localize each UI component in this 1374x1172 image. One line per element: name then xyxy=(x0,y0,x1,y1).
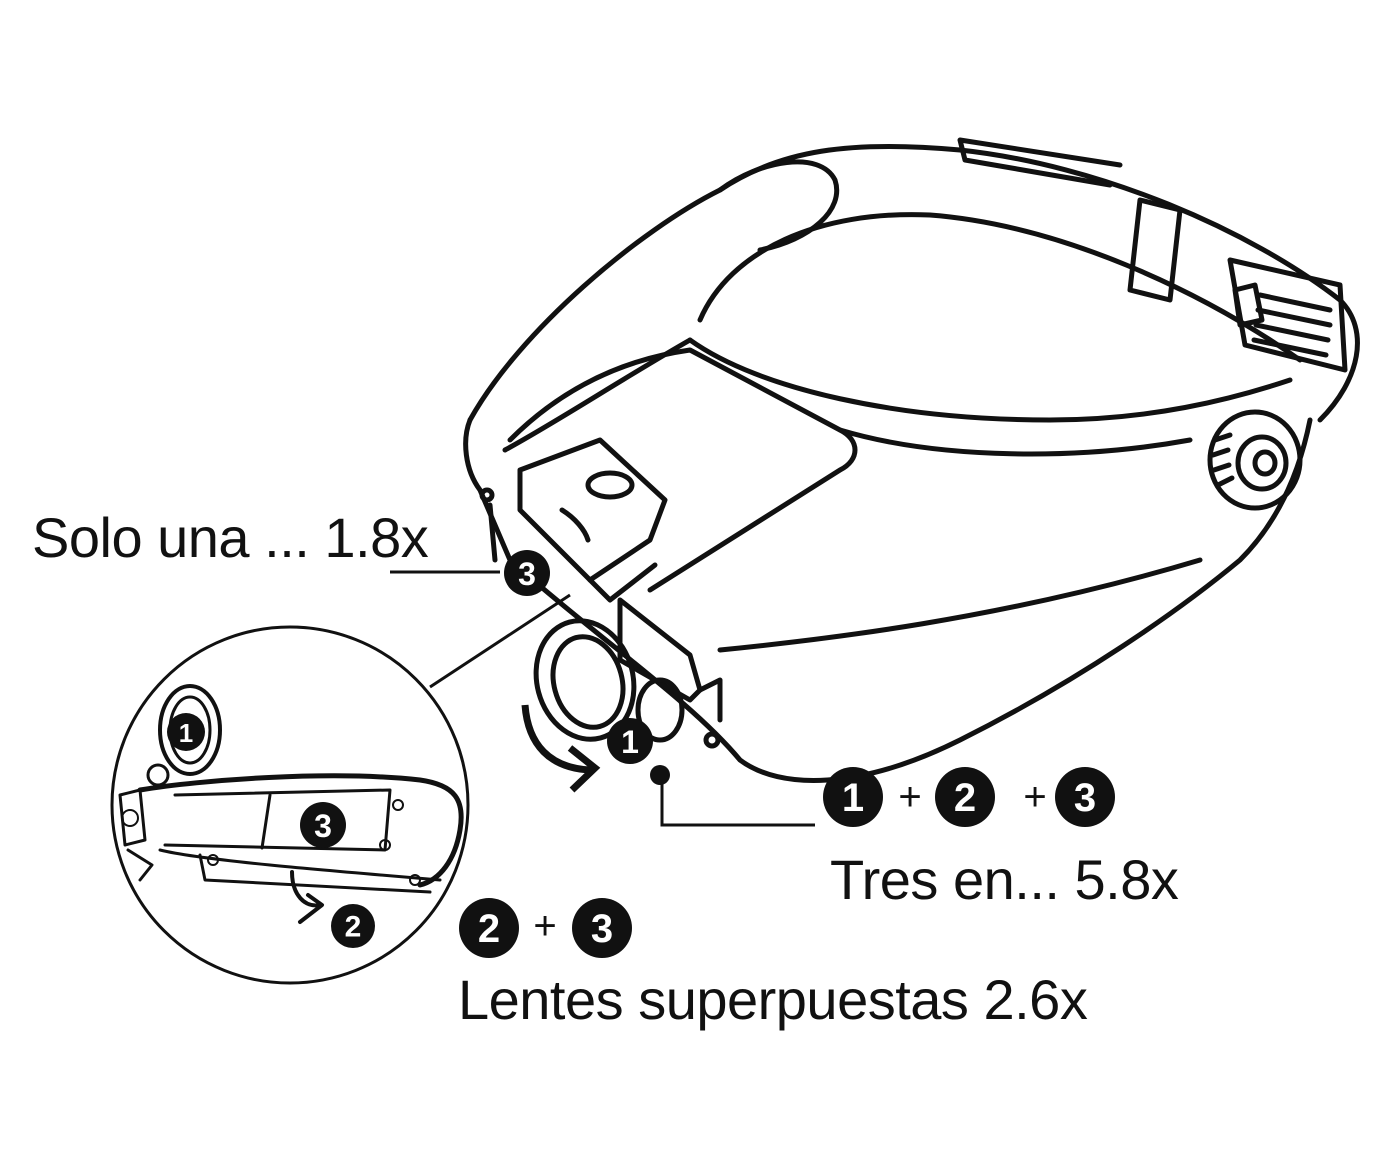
svg-text:2: 2 xyxy=(954,776,976,820)
caption-three-lenses: Tres en... 5.8x xyxy=(830,848,1179,911)
badge-1-main: 1 xyxy=(607,718,653,764)
badge-2-inset: 2 xyxy=(331,904,375,948)
svg-text:1: 1 xyxy=(842,776,864,820)
badge-3-inset: 3 xyxy=(300,802,346,848)
svg-text:+: + xyxy=(1023,775,1046,819)
formula-one-two-three: 1 + 2 + 3 xyxy=(823,767,1115,827)
caption-stacked-lenses: Lentes superpuestas 2.6x xyxy=(458,968,1088,1031)
leader-lines xyxy=(390,570,815,827)
formula-two-three: 2 + 3 xyxy=(459,898,632,958)
leader-dot xyxy=(650,765,670,785)
inset-detail-circle xyxy=(110,625,470,985)
svg-text:2: 2 xyxy=(345,911,362,944)
headband-magnifier-illustration xyxy=(463,137,1360,783)
svg-text:3: 3 xyxy=(591,907,613,951)
svg-text:3: 3 xyxy=(314,808,332,844)
rotate-arrow-icon xyxy=(521,704,601,793)
svg-text:1: 1 xyxy=(621,724,639,760)
badge-1-inset: 1 xyxy=(167,713,205,751)
svg-text:1: 1 xyxy=(179,718,193,748)
svg-text:+: + xyxy=(533,904,556,948)
badge-3-main: 3 xyxy=(504,550,550,596)
svg-text:3: 3 xyxy=(1074,776,1096,820)
caption-single-lens: Solo una ... 1.8x xyxy=(32,506,429,569)
svg-text:+: + xyxy=(898,775,921,819)
svg-text:2: 2 xyxy=(478,907,500,951)
svg-text:3: 3 xyxy=(518,556,536,592)
